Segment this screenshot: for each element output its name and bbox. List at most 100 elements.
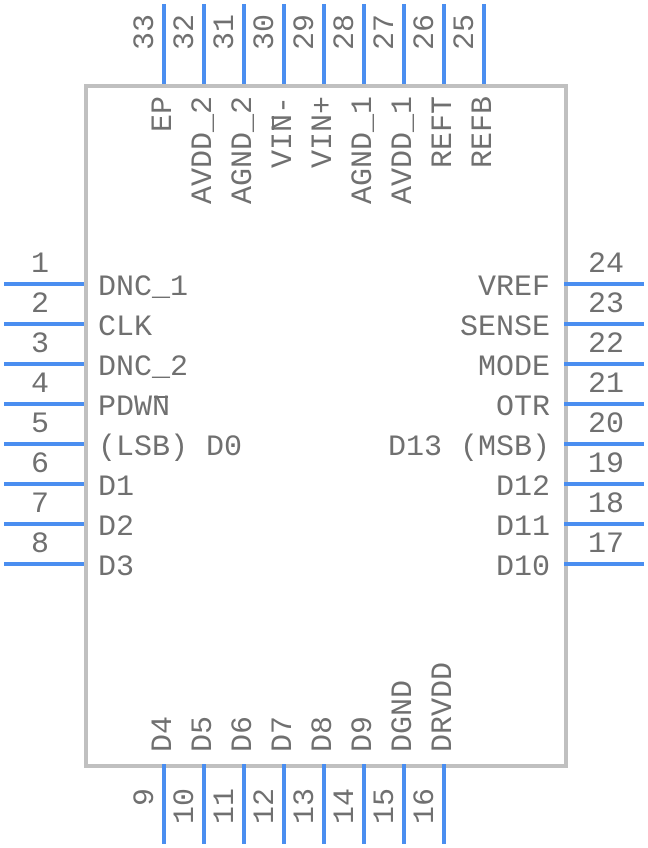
- pin-label: DGND: [387, 679, 421, 752]
- pin-line: [4, 562, 84, 566]
- pin-label: AVDD_1: [387, 96, 421, 205]
- pin-line: [564, 442, 644, 446]
- pin-label-box: D12: [300, 473, 550, 503]
- pin-label-box: D1: [98, 473, 338, 503]
- pin-label-box: D3: [98, 553, 338, 583]
- pin-label: VIN-: [267, 96, 301, 169]
- pin-label: DNC_2: [98, 351, 189, 385]
- pin-label-box: DNC_1: [98, 273, 338, 303]
- pin-number: 13: [289, 788, 323, 825]
- pin-line: [4, 442, 84, 446]
- pin-label: D10: [495, 551, 550, 585]
- pin-line: [402, 4, 406, 84]
- pin-label: DNC_1: [98, 271, 189, 305]
- pin-label: EP: [147, 96, 181, 133]
- pin-line: [564, 562, 644, 566]
- pin-number: 23: [588, 288, 625, 322]
- pin-label-box: DGND: [387, 552, 421, 752]
- pin-line: [564, 362, 644, 366]
- pin-label: AGND_1: [347, 96, 381, 205]
- pin-label-box: D4: [147, 552, 181, 752]
- pin-line: [282, 4, 286, 84]
- pin-line: [162, 764, 166, 844]
- pin-label: CLK: [98, 311, 153, 345]
- pin-number: 9: [129, 788, 163, 807]
- pin-line: [564, 322, 644, 326]
- pin-label-box: D13 (MSB): [300, 433, 550, 463]
- pin-line: [242, 764, 246, 844]
- pin-label: AVDD_2: [187, 96, 221, 205]
- active-low-overbar: [432, 98, 434, 112]
- pin-line: [162, 4, 166, 84]
- pin-number: 27: [369, 14, 403, 51]
- pin-label-box: OTR: [300, 393, 550, 423]
- pin-number: 14: [329, 788, 363, 825]
- pin-label-box: D6: [227, 552, 261, 752]
- pin-label: VREF: [477, 271, 550, 305]
- pin-label-box: D11: [300, 513, 550, 543]
- pin-label-box: D9: [347, 552, 381, 752]
- pin-label-box: AGND_2: [227, 96, 261, 296]
- pin-number: 32: [169, 14, 203, 51]
- pin-number: 26: [409, 14, 443, 51]
- pin-label-box: DNC_2: [98, 353, 338, 383]
- pin-label-box: REFT: [427, 96, 461, 296]
- pin-number: 20: [588, 408, 625, 442]
- pin-number: 11: [209, 788, 243, 825]
- pin-label-box: MODE: [300, 353, 550, 383]
- pin-label-box: CLK: [98, 313, 338, 343]
- pin-number: 28: [329, 14, 363, 51]
- pin-line: [442, 764, 446, 844]
- pin-label: D1: [98, 471, 135, 505]
- pin-number: 24: [588, 248, 625, 282]
- pin-number: 21: [588, 368, 625, 402]
- pin-number: 1: [30, 248, 49, 282]
- pin-line: [4, 322, 84, 326]
- pin-line: [202, 764, 206, 844]
- pin-line: [564, 482, 644, 486]
- pin-number: 25: [449, 14, 483, 51]
- pin-line: [402, 764, 406, 844]
- pin-label-box: VIN+: [307, 96, 341, 296]
- pin-line: [202, 4, 206, 84]
- pin-label: SENSE: [459, 311, 550, 345]
- pin-label: (LSB) D0: [98, 431, 243, 465]
- pin-line: [362, 764, 366, 844]
- pin-label: D7: [267, 715, 301, 752]
- pin-number: 12: [249, 788, 283, 825]
- pin-number: 18: [588, 488, 625, 522]
- pin-line: [322, 4, 326, 84]
- pin-label: D5: [187, 715, 221, 752]
- pin-line: [564, 282, 644, 286]
- active-low-overbar: [272, 116, 274, 130]
- pin-number: 19: [588, 448, 625, 482]
- pin-label-box: D7: [267, 552, 301, 752]
- pin-label: OTR: [495, 391, 550, 425]
- pin-number: 16: [409, 788, 443, 825]
- pin-line: [4, 522, 84, 526]
- pin-label: D13 (MSB): [387, 431, 550, 465]
- pin-label: D2: [98, 511, 135, 545]
- pin-line: [4, 282, 84, 286]
- pin-line: [282, 764, 286, 844]
- pin-line: [4, 402, 84, 406]
- pin-number: 17: [588, 528, 625, 562]
- pin-label: D12: [495, 471, 550, 505]
- pin-label: REFB: [467, 96, 501, 169]
- pin-label-box: VIN-: [267, 96, 301, 296]
- pin-label-box: VREF: [300, 273, 550, 303]
- pin-label-box: D5: [187, 552, 221, 752]
- pin-number: 8: [30, 528, 49, 562]
- pin-label-box: D8: [307, 552, 341, 752]
- pin-number: 31: [209, 14, 243, 51]
- active-low-overbar: [154, 396, 168, 398]
- pin-line: [564, 522, 644, 526]
- pin-line: [564, 402, 644, 406]
- pin-number: 4: [30, 368, 49, 402]
- pin-label-box: AGND_1: [347, 96, 381, 296]
- pin-label-box: D10: [300, 553, 550, 583]
- pin-label-box: (LSB) D0: [98, 433, 338, 463]
- pin-line: [242, 4, 246, 84]
- pin-label-box: DRVDD: [427, 552, 461, 752]
